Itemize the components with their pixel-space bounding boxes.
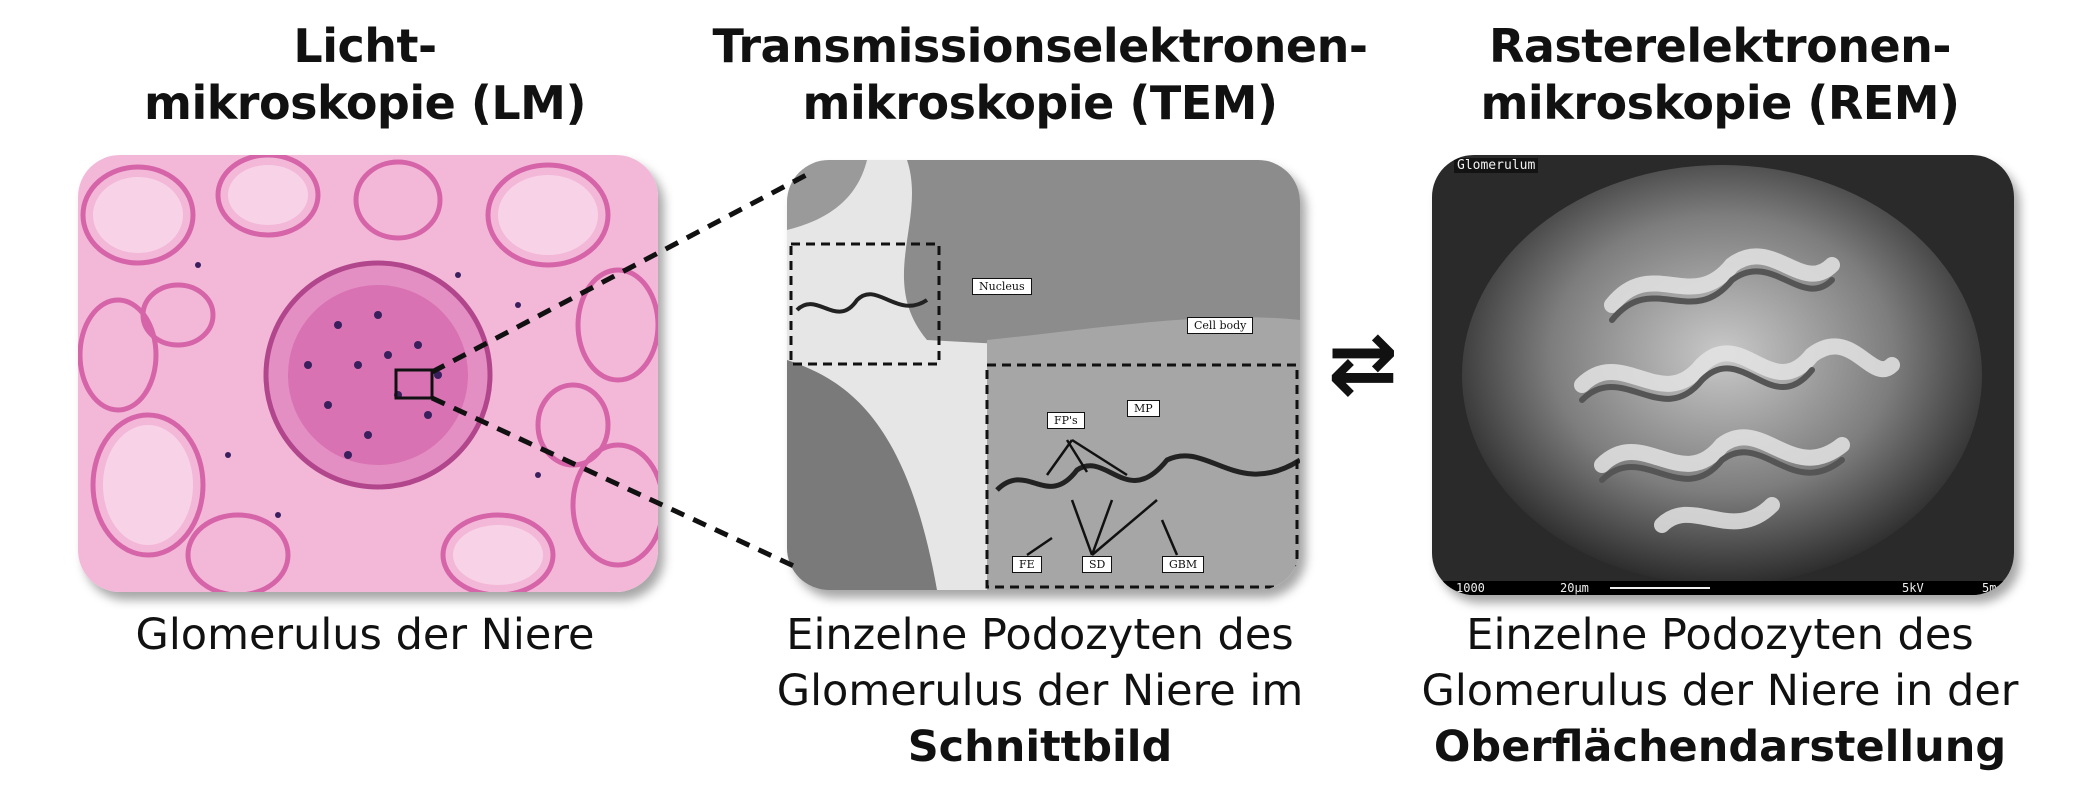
title-tem-line-2: mikroskopie (TEM) <box>802 76 1278 130</box>
rem-label-mag: 1000 <box>1456 581 1485 595</box>
caption-rem: Einzelne Podozyten des Glomerulus der Ni… <box>1400 607 2040 775</box>
rem-label-right: 5m <box>1982 581 1997 595</box>
tem-label-fe: FE <box>1012 556 1042 573</box>
caption-lm-line-1: Glomerulus der Niere <box>135 610 595 660</box>
rem-scale-line <box>1610 587 1710 589</box>
exchange-arrows-icon: ⇄ <box>1327 314 1399 412</box>
title-rem-line-1: Rasterelektronen- <box>1488 19 1952 73</box>
title-lm: Licht- mikroskopie (LM) <box>110 18 620 132</box>
caption-tem-line-1: Einzelne Podozyten des <box>786 610 1294 660</box>
tem-label-fps: FP's <box>1047 412 1085 429</box>
title-tem: Transmissionselektronen- mikroskopie (TE… <box>710 18 1370 132</box>
tem-label-mp: MP <box>1127 400 1160 417</box>
caption-tem-line-2: Glomerulus der Niere im <box>776 666 1304 716</box>
caption-tem: Einzelne Podozyten des Glomerulus der Ni… <box>740 607 1340 775</box>
tem-label-cell-body: Cell body <box>1187 317 1254 334</box>
title-rem: Rasterelektronen- mikroskopie (REM) <box>1420 18 2020 132</box>
lm-micrograph-image <box>78 155 658 592</box>
rem-micrograph: Glomerulum 1000 20µm 5kV 5m <box>1432 155 2014 595</box>
title-lm-line-2: mikroskopie (LM) <box>144 76 586 130</box>
tem-label-nucleus: Nucleus <box>972 278 1032 295</box>
rem-label-scale: 20µm <box>1560 581 1589 595</box>
caption-rem-line-1: Einzelne Podozyten des <box>1466 610 1974 660</box>
title-lm-line-1: Licht- <box>293 19 437 73</box>
caption-tem-bold: Schnittbild <box>907 722 1173 772</box>
caption-rem-bold: Oberflächendarstellung <box>1433 722 2007 772</box>
tem-label-sd: SD <box>1082 556 1113 573</box>
rem-label-kv: 5kV <box>1902 581 1924 595</box>
rem-micrograph-image <box>1432 155 2014 595</box>
title-rem-line-2: mikroskopie (REM) <box>1480 76 1961 130</box>
caption-rem-line-2: Glomerulus der Niere in der <box>1421 666 2019 716</box>
tem-label-gbm: GBM <box>1162 556 1205 573</box>
rem-scalebar: 1000 20µm 5kV 5m <box>1432 581 2014 595</box>
title-tem-line-1: Transmissionselektronen- <box>712 19 1368 73</box>
caption-lm: Glomerulus der Niere <box>110 607 620 663</box>
rem-label-tag: Glomerulum <box>1454 158 1539 173</box>
lm-micrograph <box>78 155 658 592</box>
tem-micrograph-image <box>787 160 1300 590</box>
tem-micrograph: Nucleus Cell body FP's MP FE SD GBM <box>787 160 1300 590</box>
